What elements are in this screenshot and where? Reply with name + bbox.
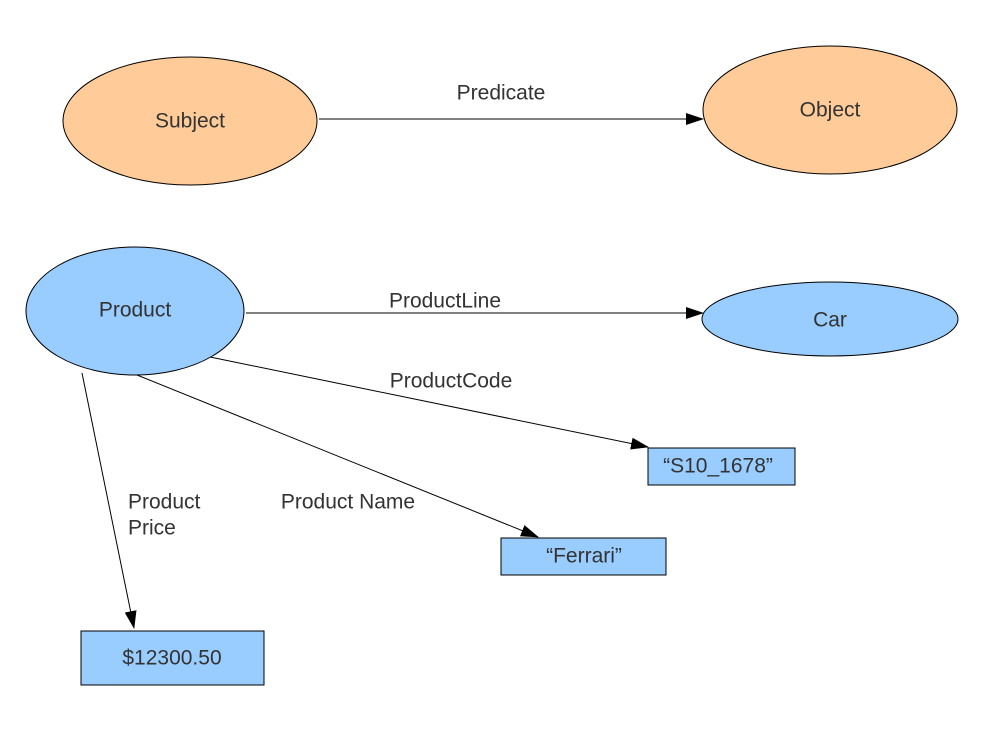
product-name-edge [136,374,539,538]
product-price-label-line1: Product [128,491,201,514]
product-line-label: ProductLine [389,290,501,313]
object-node [702,45,958,175]
product-code-literal-box [647,447,796,486]
subject-label: Subject [155,110,225,133]
object-label: Object [800,99,861,122]
product-node [25,246,245,376]
product-price-literal: $12300.50 [122,647,221,670]
product-name-literal-box [500,537,667,576]
product-code-literal: “S10_1678” [663,455,773,478]
product-price-label-line2: Price [128,517,176,540]
car-node [701,281,959,357]
product-label: Product [99,299,172,322]
predicate-label: Predicate [457,82,546,105]
product-price-literal-box [80,630,265,686]
subject-node [62,56,318,186]
product-price-edge [81,372,137,629]
product-code-label: ProductCode [390,370,513,393]
product-name-literal: “Ferrari” [546,545,622,568]
car-label: Car [813,309,847,332]
product-name-label: Product Name [281,491,415,514]
product-code-edge [209,356,649,450]
